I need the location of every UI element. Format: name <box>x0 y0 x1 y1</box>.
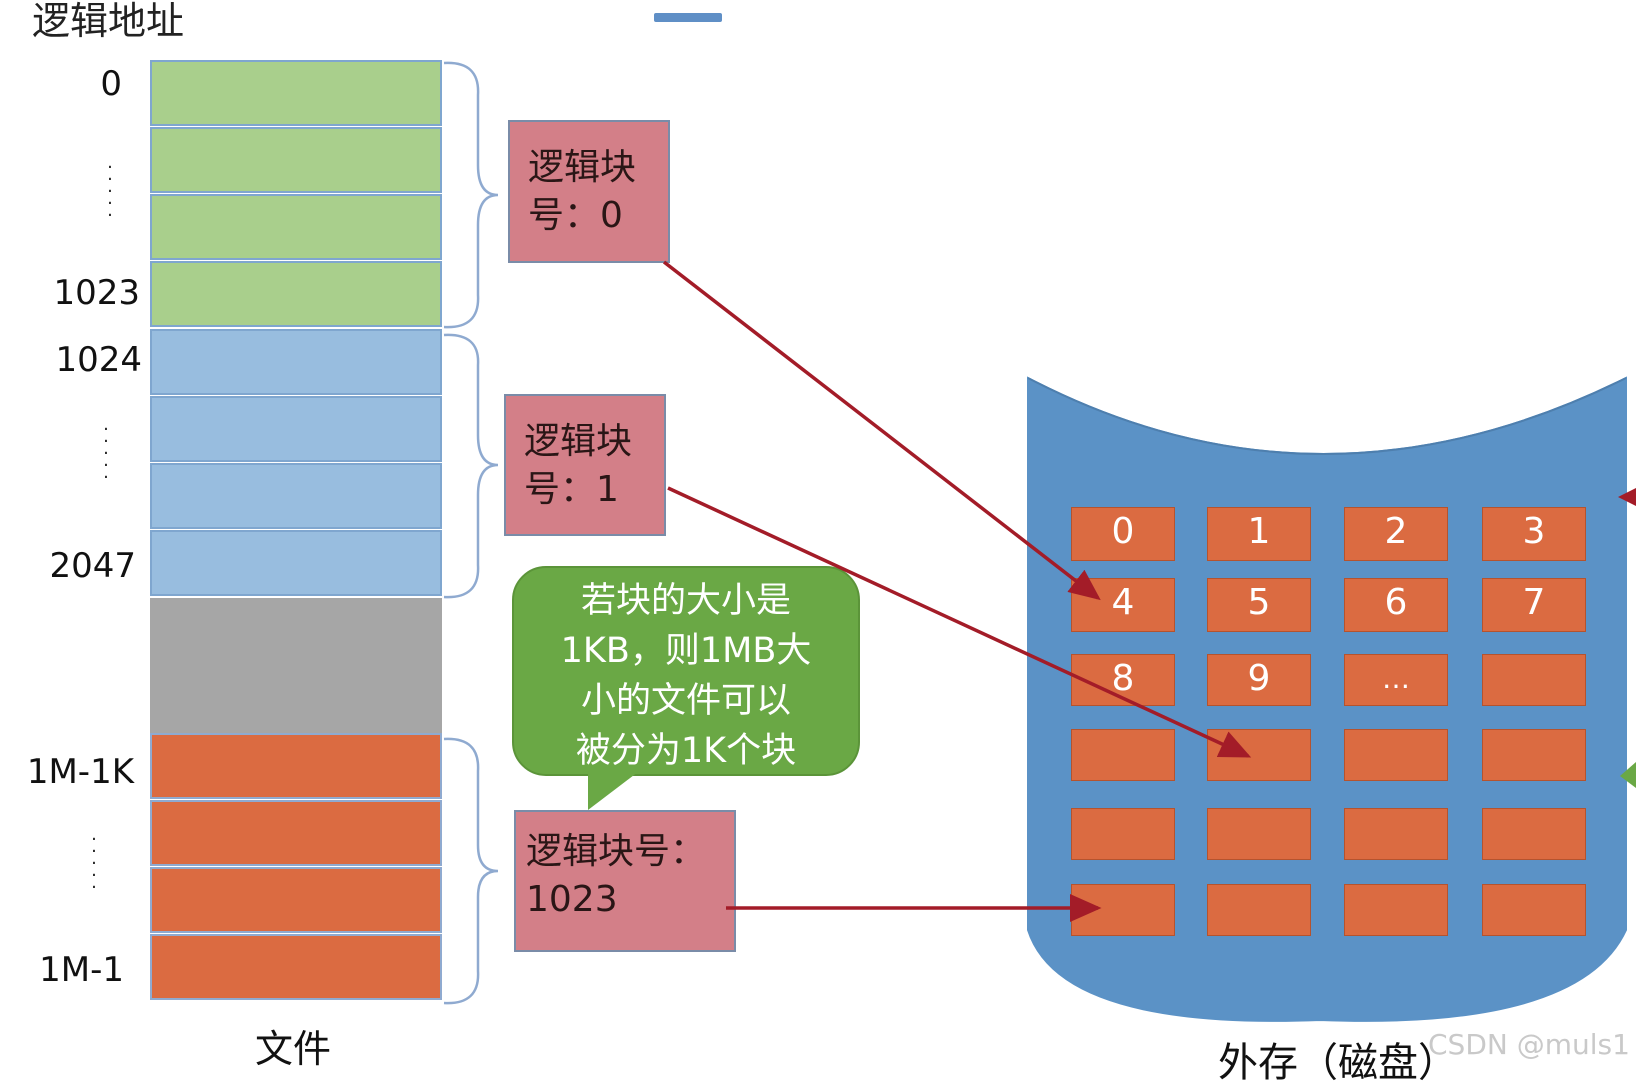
logical-address-title: 逻辑地址 <box>32 0 185 43</box>
disk-block: … <box>1344 654 1448 706</box>
watermark: CSDN @muls1 <box>1428 1028 1630 1061</box>
disk-block <box>1482 654 1586 706</box>
logical-block-1-line2: 号：1 <box>524 469 619 510</box>
logical-block-1: 逻辑块 号：1 <box>504 394 666 536</box>
disk-block <box>1071 808 1175 860</box>
logical-block-1-line1: 逻辑块 <box>524 421 633 462</box>
disk-block: 7 <box>1482 578 1586 632</box>
file-cell-green <box>150 127 442 193</box>
note-line: 1KB，则1MB大 <box>560 631 812 671</box>
arrow-block0-to-disk4 <box>662 260 1101 601</box>
disk-block <box>1207 884 1311 936</box>
logical-block-1023-line1: 逻辑块号： <box>526 831 707 872</box>
note-bubble: 若块的大小是 1KB，则1MB大 小的文件可以 被分为1K个块 <box>512 566 860 776</box>
file-cell-orange <box>150 867 442 933</box>
ellipsis-vertical: ····· <box>91 829 97 898</box>
file-label: 文件 <box>255 1027 332 1071</box>
disk-block: 2 <box>1344 507 1448 561</box>
disk-label: 外存（磁盘） <box>1218 1040 1458 1086</box>
file-cell-gray <box>150 598 442 733</box>
file-cell-green <box>150 261 442 327</box>
address-label-1023: 1023 <box>53 273 140 313</box>
disk-block: 6 <box>1344 578 1448 632</box>
file-cell-green <box>150 194 442 260</box>
disk-block <box>1344 884 1448 936</box>
edge-markers <box>1618 488 1636 788</box>
address-label-1m-1: 1M-1 <box>39 950 124 990</box>
file-cell-blue <box>150 530 442 596</box>
note-line: 被分为1K个块 <box>575 731 797 771</box>
red-marker-icon <box>1618 488 1636 506</box>
disk-block <box>1344 808 1448 860</box>
address-label-1m-1k: 1M-1K <box>26 752 134 792</box>
disk-block <box>1344 729 1448 781</box>
file-cell-blue <box>150 396 442 462</box>
brace-group <box>443 61 499 1005</box>
address-label-0: 0 <box>100 64 122 104</box>
disk-block <box>1482 729 1586 781</box>
note-line: 小的文件可以 <box>580 681 791 721</box>
brace-blue <box>443 333 499 599</box>
brace-green <box>443 61 499 329</box>
logical-block-0-line1: 逻辑块 <box>528 147 637 188</box>
disk-block: 8 <box>1071 654 1175 706</box>
logical-block-1023: 逻辑块号： 1023 <box>514 810 736 952</box>
disk-block <box>1071 729 1175 781</box>
disk-block: 0 <box>1071 507 1175 561</box>
logical-block-1023-line2: 1023 <box>526 879 618 920</box>
file-cell-green <box>150 60 442 126</box>
disk-block <box>1482 808 1586 860</box>
disk-top-rim <box>1027 377 1627 455</box>
disk-cylinder <box>1027 376 1627 1022</box>
green-marker-icon <box>1620 762 1636 788</box>
file-cell-orange <box>150 934 442 1000</box>
file-cell-blue <box>150 329 442 395</box>
logical-block-0-line2: 号：0 <box>528 195 623 236</box>
ellipsis-vertical: ····· <box>103 419 109 488</box>
ellipsis-vertical: ····· <box>107 157 113 226</box>
logical-block-0: 逻辑块 号：0 <box>508 120 670 263</box>
file-cell-orange <box>150 733 442 799</box>
disk-block: 5 <box>1207 578 1311 632</box>
disk-block <box>1207 808 1311 860</box>
brace-orange <box>443 737 499 1005</box>
note-line: 若块的大小是 <box>580 581 791 621</box>
address-label-1024: 1024 <box>55 340 142 380</box>
disk-block: 9 <box>1207 654 1311 706</box>
slide-decoration-dash <box>654 13 722 22</box>
disk-block: 3 <box>1482 507 1586 561</box>
arrow-block1-to-disk <box>667 486 1252 758</box>
disk-block <box>1482 884 1586 936</box>
disk-block: 4 <box>1071 578 1175 632</box>
file-cell-blue <box>150 463 442 529</box>
address-label-2047: 2047 <box>49 546 136 586</box>
note-bubble-tail <box>588 772 638 810</box>
file-cell-orange <box>150 800 442 866</box>
disk-block: 1 <box>1207 507 1311 561</box>
